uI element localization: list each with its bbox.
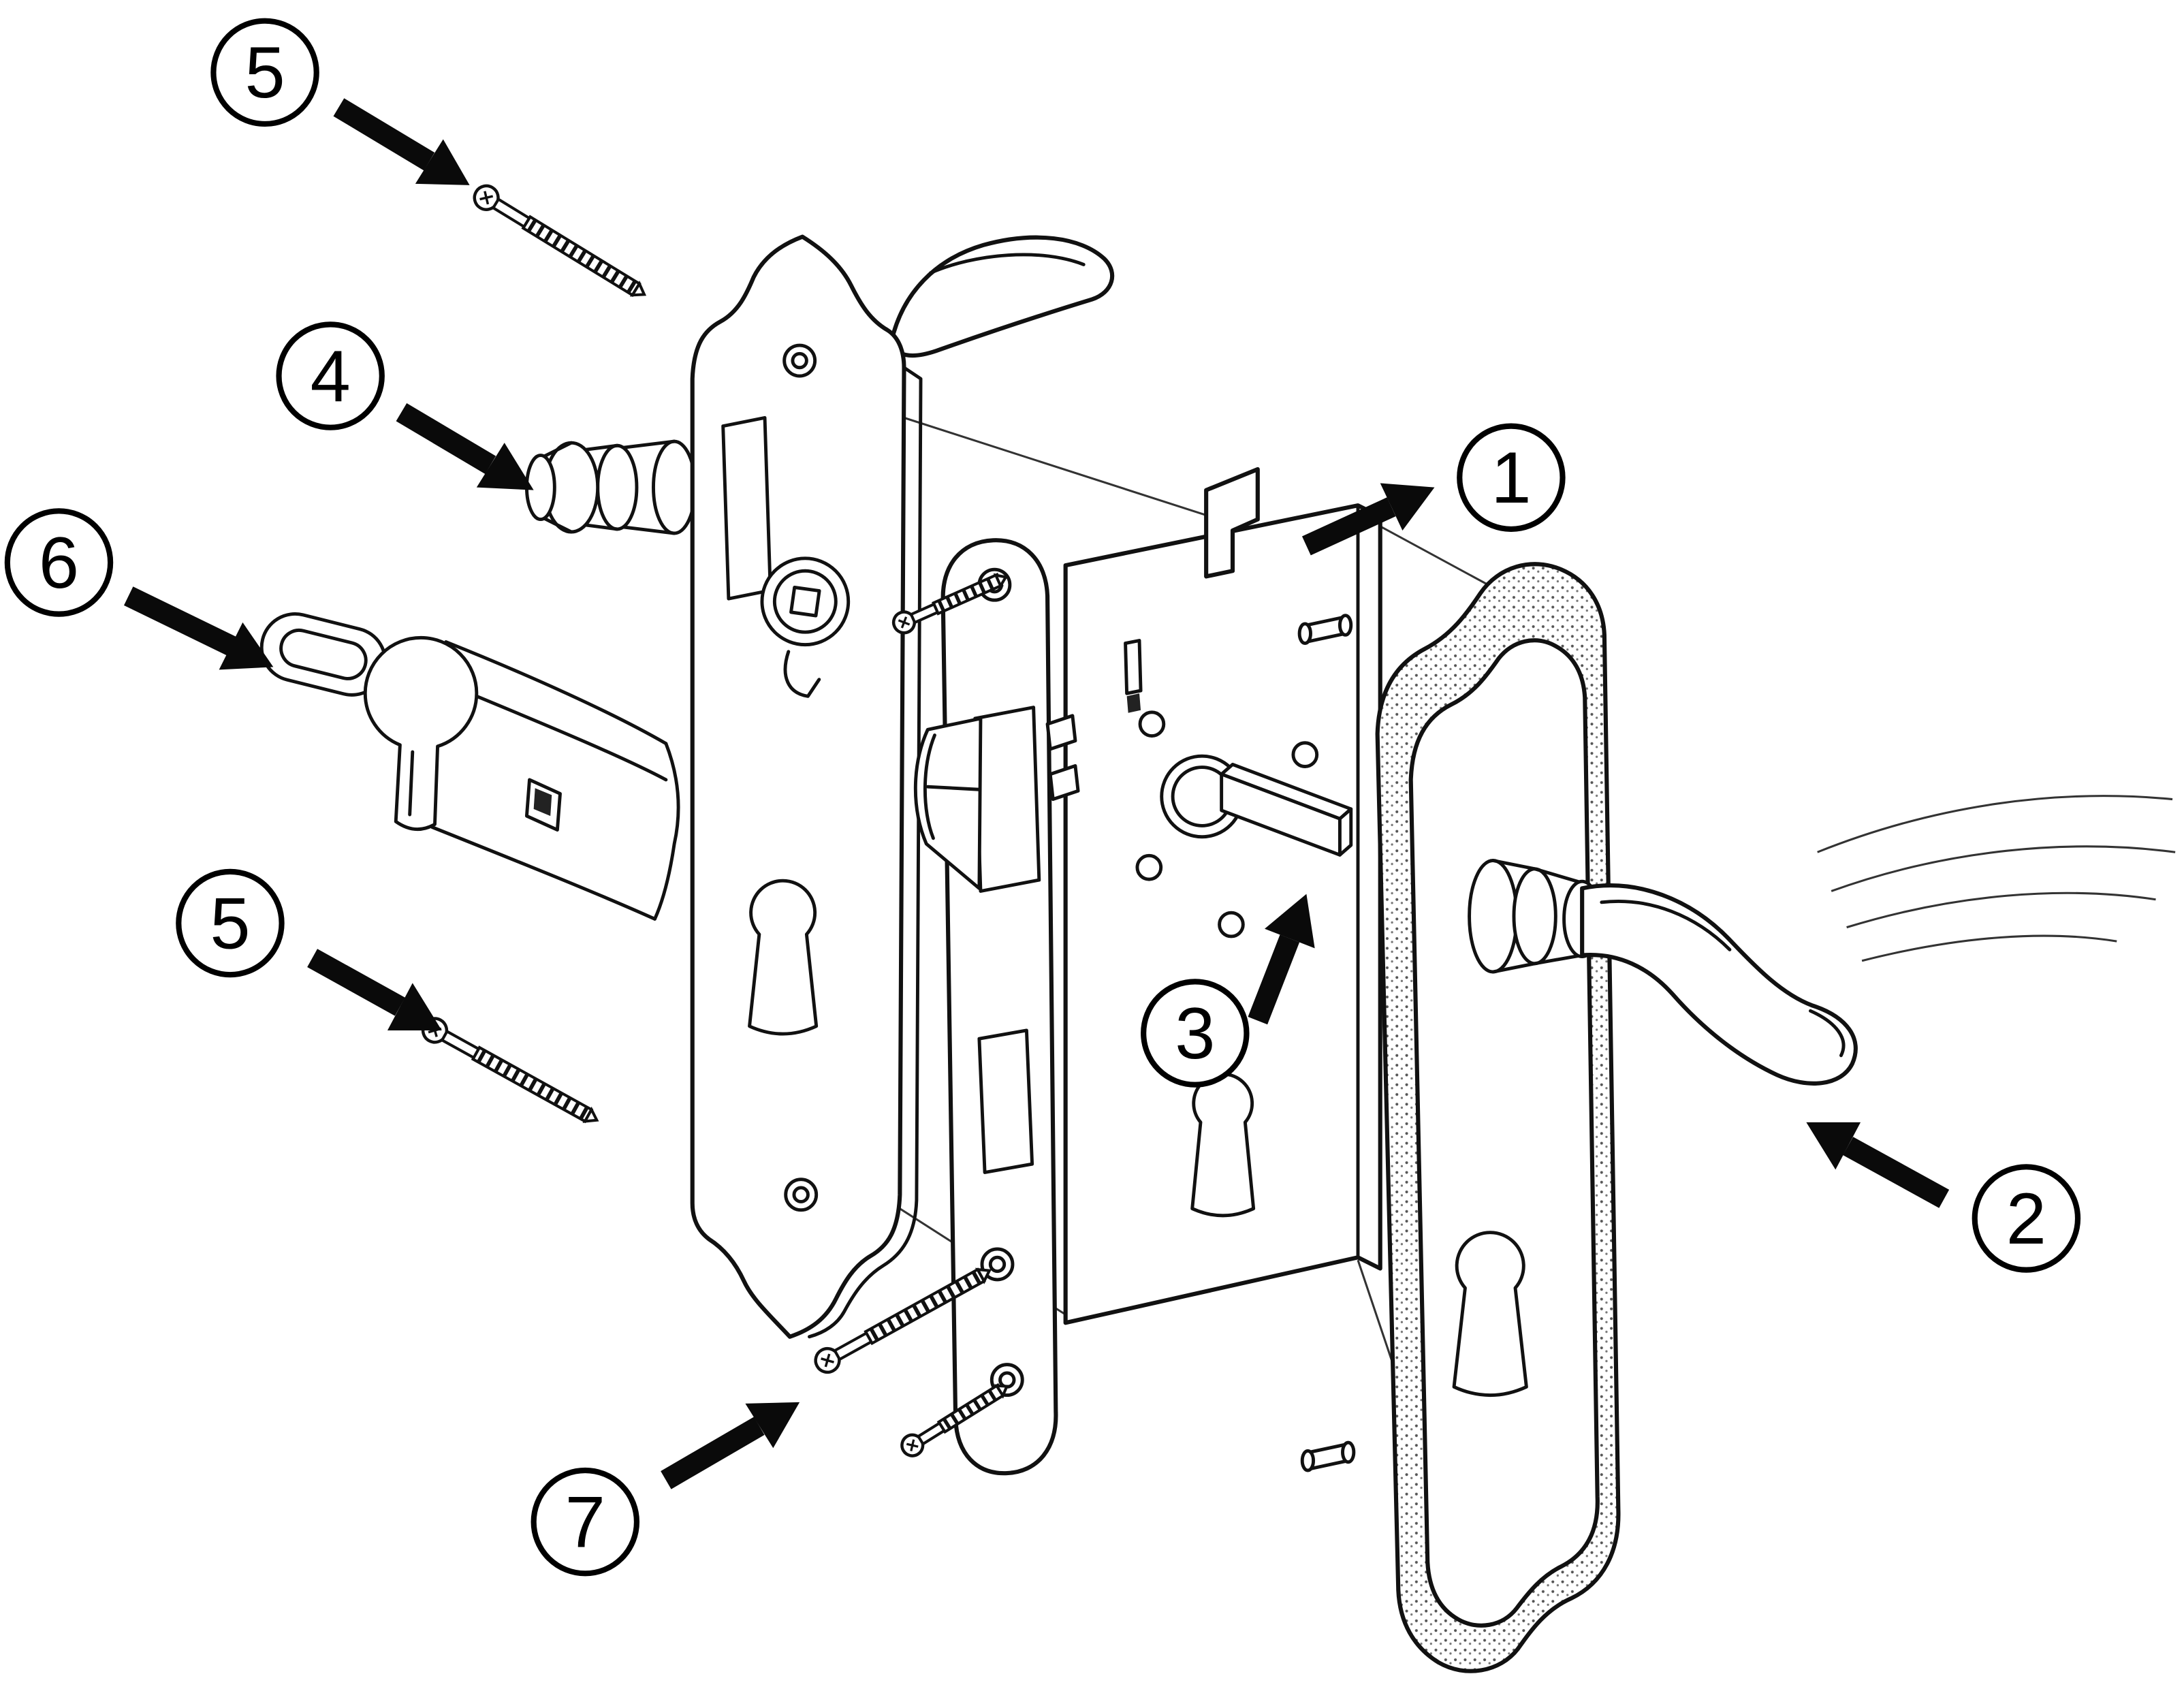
screw-post-top [1297, 614, 1353, 646]
mounting-screw-lower [419, 1014, 603, 1131]
cylinder-thumbturn [259, 612, 680, 921]
callout-6-label: 6 [39, 522, 79, 603]
arrow-3 [1248, 894, 1315, 1025]
arrow-6 [123, 586, 274, 670]
lock-body [1063, 467, 1382, 1325]
arrow-4 [396, 402, 534, 490]
arrow-5-lower [307, 949, 442, 1030]
callout-6: 6 [4, 508, 114, 617]
exterior-lever-handle [1468, 859, 1858, 1086]
callout-3: 3 [1141, 979, 1250, 1088]
callout-7: 7 [531, 1467, 640, 1577]
arrow-1 [1301, 483, 1435, 556]
spindle [1220, 762, 1353, 857]
arrow-5-upper [333, 98, 470, 185]
callout-3-label: 3 [1175, 993, 1215, 1074]
callout-5-upper: 5 [210, 18, 319, 127]
callout-2: 2 [1972, 1164, 2081, 1273]
callout-5-lower-label: 5 [210, 883, 250, 964]
arrow-2 [1806, 1122, 1950, 1208]
interior-knob [524, 439, 697, 535]
exterior-plate-assembly [1297, 562, 2176, 1673]
interior-plate [690, 234, 923, 1339]
exterior-plate-panel [1408, 638, 1600, 1628]
callout-1-label: 1 [1491, 437, 1531, 518]
screw-post-bottom [1300, 1440, 1356, 1472]
callout-5-upper-label: 5 [244, 32, 285, 113]
mounting-screw-upper [470, 181, 650, 304]
latch-bolt [913, 716, 983, 890]
callout-4: 4 [276, 321, 385, 430]
callout-2-label: 2 [2006, 1178, 2046, 1259]
callout-1: 1 [1457, 423, 1566, 533]
exterior-keyhole [1452, 1231, 1528, 1397]
callout-7-label: 7 [565, 1481, 605, 1562]
callout-5-lower: 5 [176, 868, 285, 978]
arrow-7 [661, 1402, 800, 1489]
faceplate [913, 538, 1080, 1476]
interior-lever-handle [889, 235, 1115, 358]
motion-lines [1817, 795, 2176, 962]
callout-4-label: 4 [311, 336, 351, 417]
